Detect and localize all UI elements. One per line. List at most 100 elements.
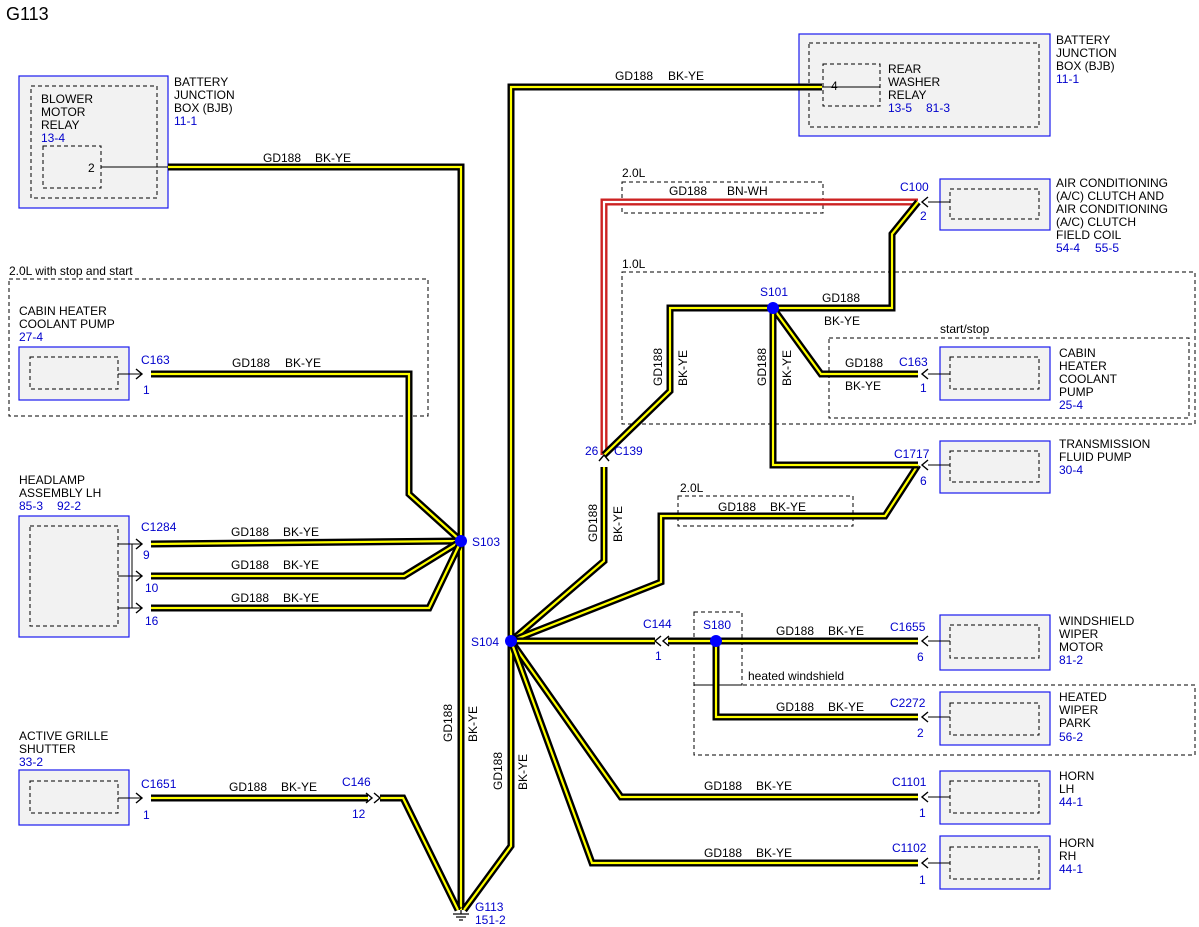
grille-connector: C1651: [141, 777, 177, 791]
horn-lh-line-1: HORN: [1059, 769, 1094, 783]
rear-washer-relay-contact: [822, 63, 881, 107]
wire-c139-s101-stripe: [603, 306, 773, 456]
wiper-park-line-2: WIPER: [1059, 703, 1099, 717]
wl-rear-washer-color: BK-YE: [668, 69, 704, 83]
group-2-0l-a: [621, 181, 824, 214]
wl-wiper-motor-circuit: GD188: [776, 624, 814, 638]
horn-rh-box: [939, 835, 1051, 890]
wire-rear-washer-stripe: [509, 85, 822, 641]
wiper-motor-line-3: MOTOR: [1059, 640, 1104, 654]
splice-s101-label: S101: [760, 285, 788, 299]
group-start-stop-label: start/stop: [940, 322, 990, 336]
wl-ac-circuit: GD188: [669, 184, 707, 198]
wl-hl16-circuit: GD188: [231, 591, 269, 605]
bjb-right-ref: 11-1: [1056, 72, 1079, 86]
wl-cabin-left-circuit: GD188: [232, 356, 270, 370]
wl-wiper-park-circuit: GD188: [776, 700, 814, 714]
headlamp-pin-16: 16: [145, 614, 159, 628]
trans-pump-pin: 6: [920, 474, 927, 488]
bjb-left-box: [18, 75, 169, 209]
wl-blower-circuit: GD188: [263, 151, 301, 165]
wire-labels-vertical: GD188 BK-YE GD188 BK-YE GD188 BK-YE GD18…: [441, 348, 794, 790]
bjb-left-line-1: BATTERY: [174, 75, 228, 89]
grille-line-2: SHUTTER: [19, 742, 76, 756]
wl-horn-lh-circuit: GD188: [704, 779, 742, 793]
grille-box: [18, 769, 130, 826]
splice-s180: [710, 635, 722, 647]
trans-pump-line-2: FLUID PUMP: [1059, 450, 1132, 464]
c144-pin: 1: [655, 649, 662, 663]
blower-line-1: BLOWER: [41, 92, 93, 106]
wire-horn-rh-stripe: [509, 640, 918, 865]
wl-grille-circuit: GD188: [229, 780, 267, 794]
wl-cabin-right-color: BK-YE: [845, 379, 881, 393]
group-2-0l-b-label: 2.0L: [680, 481, 704, 495]
ac-clutch-ref-1: 54-4: [1056, 241, 1080, 255]
horn-lh-line-2: LH: [1059, 782, 1074, 796]
chevron-c1284-10: [135, 570, 144, 582]
splice-s101: [767, 302, 779, 314]
wl-v-s104-circuit: GD188: [491, 752, 505, 790]
wl-hl10-circuit: GD188: [231, 558, 269, 572]
chevron-c163-left: [135, 368, 144, 380]
wl-wiper-motor-color: BK-YE: [828, 624, 864, 638]
rear-washer-line-2: WASHER: [888, 75, 941, 89]
headlamp-ref-1: 85-3: [19, 499, 43, 513]
wire-headlamp-16-stripe: [151, 540, 462, 610]
grille-ref: 33-2: [19, 755, 43, 769]
wl-v-s101-circuit: GD188: [755, 348, 769, 386]
grille-inner: [29, 780, 119, 814]
wiper-motor-pin: 6: [917, 650, 924, 664]
group-1-0l: [621, 271, 1196, 425]
chevron-c1651: [135, 792, 144, 804]
cabin-pump-left-line-1: CABIN HEATER: [19, 304, 107, 318]
group-2-0l-a-label: 2.0L: [622, 166, 646, 180]
group-2-0l-b: [677, 495, 854, 527]
ground-label: G113: [475, 900, 504, 914]
rear-washer-ref-2: 81-3: [926, 101, 950, 115]
cabin-pump-right-line-2: HEATER: [1059, 359, 1107, 373]
group-heated-windshield: [693, 684, 1196, 756]
wire-wiper-park-stripe: [714, 641, 918, 719]
chevron-c1655: [920, 635, 929, 647]
wiper-park-pin: 2: [917, 726, 924, 740]
ac-clutch-line-3: AIR CONDITIONING: [1056, 202, 1168, 216]
group-1-0l-label: 1.0L: [622, 257, 646, 271]
wl-v-s104-color: BK-YE: [516, 754, 530, 790]
cabin-pump-right-line-4: PUMP: [1059, 385, 1094, 399]
wl-horn-lh-color: BK-YE: [756, 779, 792, 793]
rear-washer-line-1: REAR: [888, 62, 922, 76]
blower-line-2: MOTOR: [41, 105, 86, 119]
wl-hl9-circuit: GD188: [231, 525, 269, 539]
horn-rh-line-2: RH: [1059, 849, 1076, 863]
wl-hl16-color: BK-YE: [283, 591, 319, 605]
bjb-right-line-1: BATTERY: [1056, 33, 1110, 47]
wl-v-ground-circuit: GD188: [441, 704, 455, 742]
wire-headlamp-9-stripe: [150, 539, 462, 546]
bjb-left-line-2: JUNCTION: [174, 88, 235, 102]
wl-ac-color: BN-WH: [727, 184, 768, 198]
horn-lh-ref: 44-1: [1059, 795, 1083, 809]
chevron-c1284-9: [135, 538, 144, 550]
splice-s104-label: S104: [471, 635, 499, 649]
blower-ref: 13-4: [41, 131, 65, 145]
page-title: G113: [6, 4, 49, 24]
wiper-park-line-1: HEATED: [1059, 690, 1107, 704]
group-heated-windshield-splice: [693, 611, 743, 686]
rear-washer-line-3: RELAY: [888, 88, 926, 102]
wl-hl10-color: BK-YE: [283, 558, 319, 572]
wl-blower-color: BK-YE: [315, 151, 351, 165]
headlamp-line-2: ASSEMBLY LH: [19, 486, 101, 500]
ac-clutch-box: [939, 178, 1051, 231]
grille-line-1: ACTIVE GRILLE: [19, 729, 108, 743]
cabin-pump-right-connector: C163: [899, 355, 928, 369]
wl-v-c139-color: BK-YE: [611, 506, 625, 542]
horn-rh-ref: 44-1: [1059, 862, 1083, 876]
wire-s104-c139: [508, 467, 608, 644]
wire-cabin-pump-left: [151, 370, 464, 544]
chevron-c100: [920, 196, 929, 208]
c146-label: C146: [342, 775, 371, 789]
group-stop-start-label: 2.0L with stop and start: [9, 264, 133, 278]
cabin-pump-left-inner: [29, 356, 119, 390]
headlamp-connector: C1284: [141, 520, 177, 534]
